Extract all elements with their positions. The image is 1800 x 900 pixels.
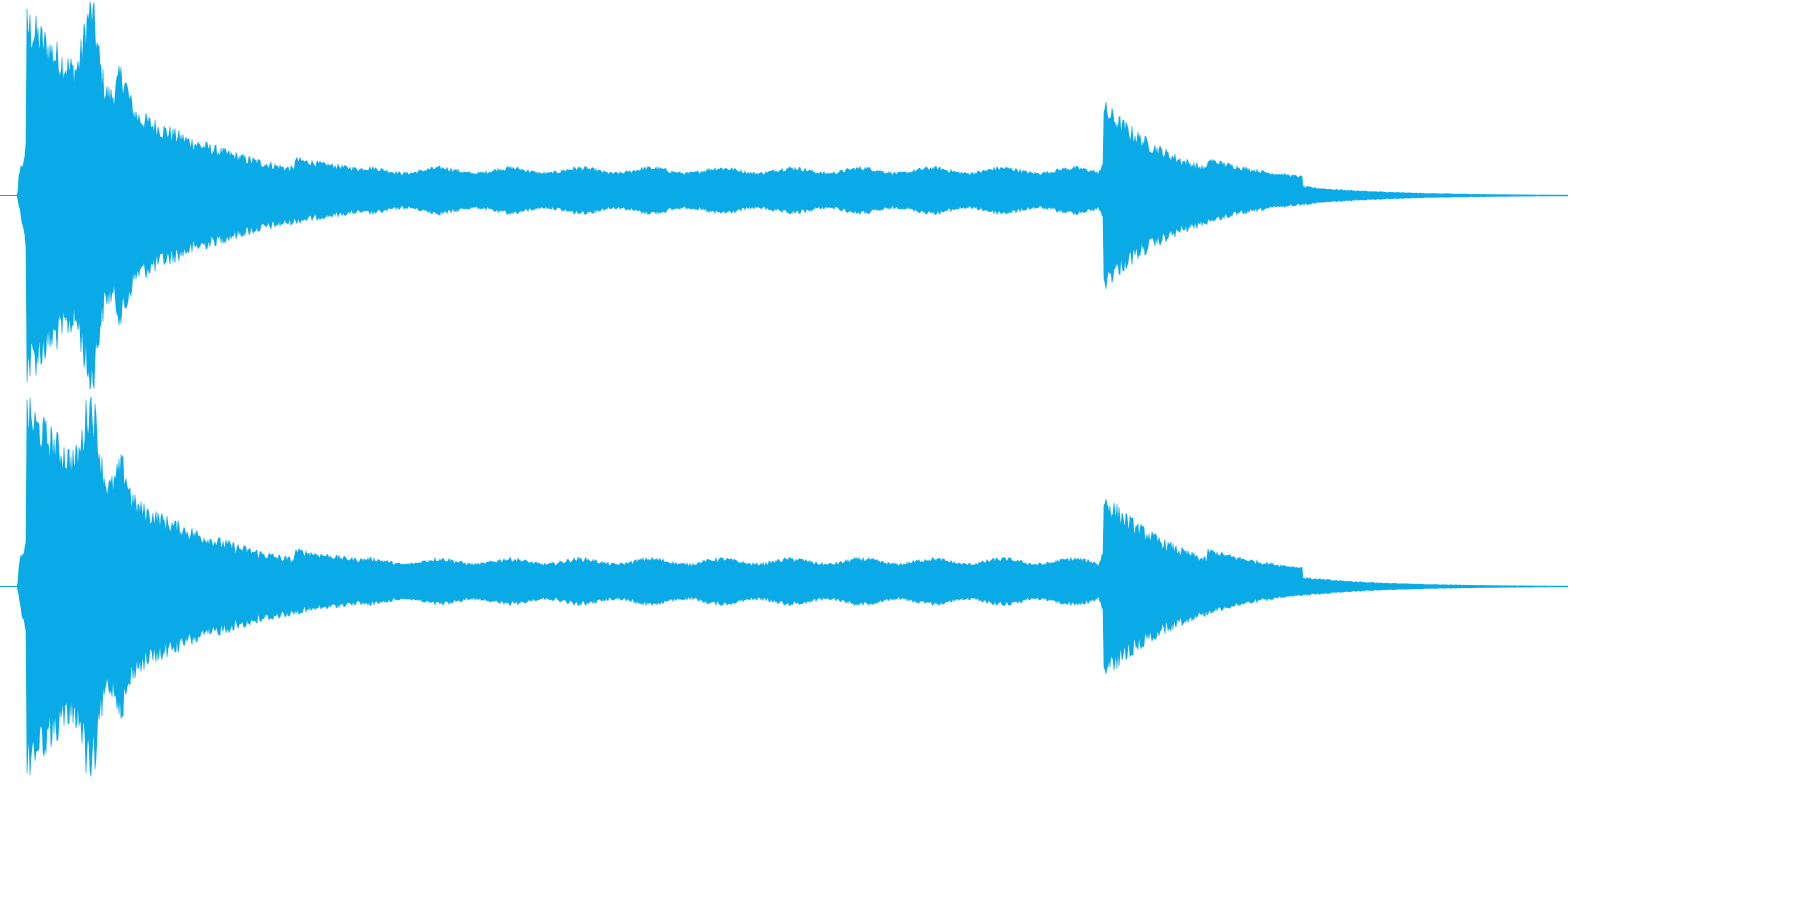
stereo-waveform [0, 1, 1568, 777]
channel-1-waveform [0, 1, 1568, 390]
channel-2-waveform [0, 396, 1568, 777]
